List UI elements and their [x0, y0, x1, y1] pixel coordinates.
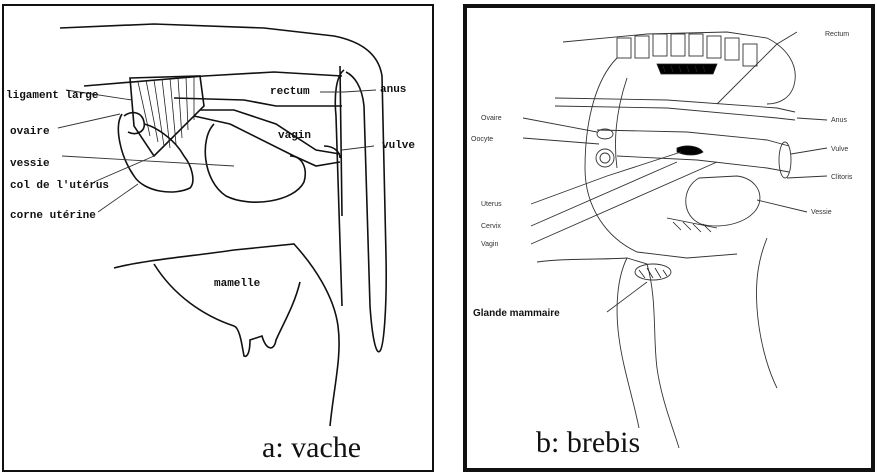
label-anus: anus	[380, 84, 406, 96]
panel-cow: ligament large ovaire vessie col de l'ut…	[2, 4, 434, 472]
ewe-anatomy-drawing: Rectum Ovaire Oocyte Anus Vulve Clitoris…	[467, 8, 871, 468]
label-vessie: vessie	[10, 158, 50, 170]
panel-ewe: Rectum Ovaire Oocyte Anus Vulve Clitoris…	[463, 4, 875, 472]
label-b-ovaire: Ovaire	[481, 115, 502, 122]
label-b-uterus: Uterus	[481, 201, 502, 208]
label-b-vagin: Vagin	[481, 241, 498, 248]
vertebrae	[563, 32, 795, 104]
label-vagin: vagin	[278, 130, 311, 142]
label-b-rectum: Rectum	[825, 31, 849, 38]
label-mamelle: mamelle	[214, 278, 261, 290]
label-b-clitoris: Clitoris	[831, 174, 853, 181]
label-col: col de l'utérus	[10, 180, 109, 192]
label-vulve: vulve	[382, 140, 415, 152]
label-b-vessie: Vessie	[811, 209, 832, 216]
caption-cow: a: vache	[262, 431, 361, 465]
label-b-oocyte: Oocyte	[471, 136, 493, 143]
label-corne: corne utérine	[10, 210, 96, 222]
label-ovaire: ovaire	[10, 126, 50, 138]
label-b-cervix: Cervix	[481, 223, 501, 230]
cow-anatomy-drawing: ligament large ovaire vessie col de l'ut…	[4, 6, 432, 470]
label-ligament: ligament large	[6, 90, 99, 102]
label-b-anus: Anus	[831, 117, 847, 124]
label-b-vulve: Vulve	[831, 146, 848, 153]
label-b-glande: Glande mammaire	[473, 308, 560, 319]
label-rectum: rectum	[270, 86, 310, 98]
caption-ewe: b: brebis	[536, 426, 640, 460]
